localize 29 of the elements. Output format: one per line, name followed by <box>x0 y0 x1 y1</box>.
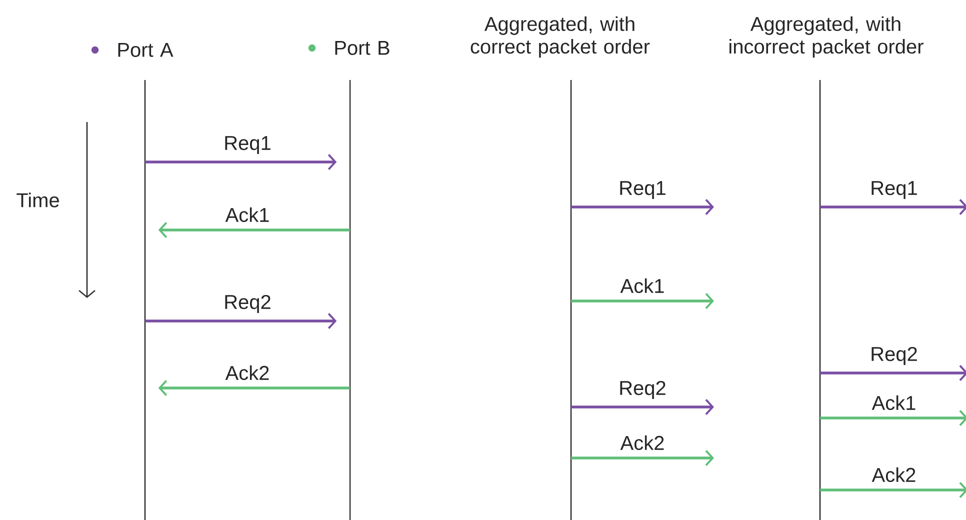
edge-label: Ack1 <box>225 207 269 222</box>
arrow <box>571 450 714 466</box>
axis-label: Time <box>16 192 59 208</box>
edge-label: Req1 <box>620 181 666 200</box>
edge-label: Ack1 <box>872 395 916 410</box>
edge-label: Req2 <box>225 294 270 314</box>
arrow <box>145 154 337 170</box>
arrow <box>571 398 714 415</box>
lifeline-heading: Port A <box>118 43 174 57</box>
lifeline-heading: Aggregated, with correct packet order <box>470 16 650 58</box>
arrow <box>820 410 966 426</box>
edge-label: Req1 <box>225 136 270 154</box>
arrow <box>145 312 337 329</box>
arrow <box>820 364 966 381</box>
arrow <box>158 222 350 238</box>
lifeline-heading: Aggregated, with incorrect packet order <box>730 16 924 58</box>
edge-label: Ack2 <box>620 435 664 450</box>
arrow <box>820 482 966 498</box>
arrow <box>820 199 966 215</box>
edge-label: Ack1 <box>620 278 664 294</box>
edge-label: Req1 <box>872 181 917 200</box>
arrow <box>571 292 714 309</box>
arrow <box>571 199 714 215</box>
edge-label: Req2 <box>872 346 917 366</box>
edge-label: Ack2 <box>872 467 916 482</box>
edge-label: Ack2 <box>225 365 269 380</box>
lifeline-heading: Port B <box>335 41 390 55</box>
edge-label: Req2 <box>620 380 666 400</box>
arrow <box>158 380 350 396</box>
